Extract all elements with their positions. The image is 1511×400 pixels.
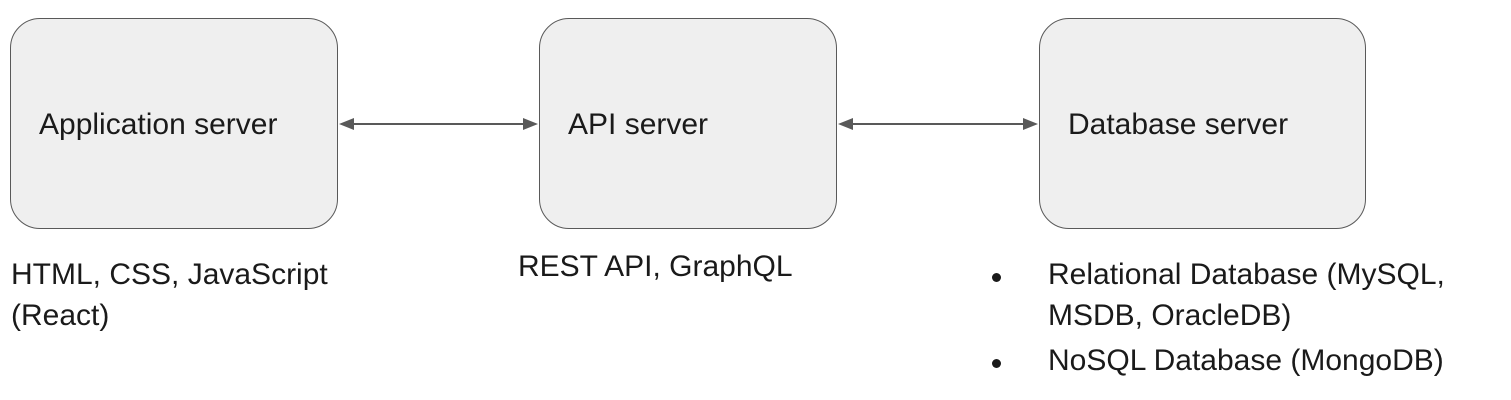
database-server-box: Database server xyxy=(1039,18,1366,229)
arrow-api-database-head-right xyxy=(1023,118,1038,130)
api-server-label: API server xyxy=(568,108,709,141)
list-item: Relational Database (MySQL, MSDB, Oracle… xyxy=(985,254,1498,336)
bullet-icon xyxy=(992,273,1001,282)
application-server-tech-note: HTML, CSS, JavaScript (React) xyxy=(11,258,328,332)
application-server-label: Application server xyxy=(39,108,278,141)
arrow-api-database-head-left xyxy=(838,118,853,130)
arrow-application-api-head-left xyxy=(339,118,354,130)
database-type-relational: Relational Database (MySQL, MSDB, Oracle… xyxy=(1048,258,1445,332)
list-item: NoSQL Database (MongoDB) xyxy=(985,340,1498,381)
database-type-nosql: NoSQL Database (MongoDB) xyxy=(1048,344,1444,377)
database-server-tech-list: Relational Database (MySQL, MSDB, Oracle… xyxy=(985,254,1498,381)
database-server-label: Database server xyxy=(1068,108,1289,141)
api-server-box: API server xyxy=(539,18,837,229)
arrow-application-api-head-right xyxy=(523,118,538,130)
arrow-application-api xyxy=(339,118,538,130)
api-server-tech-note: REST API, GraphQL xyxy=(518,250,793,283)
bullet-icon xyxy=(992,359,1001,368)
arrow-api-database xyxy=(838,118,1038,130)
application-server-box: Application server xyxy=(10,18,338,229)
